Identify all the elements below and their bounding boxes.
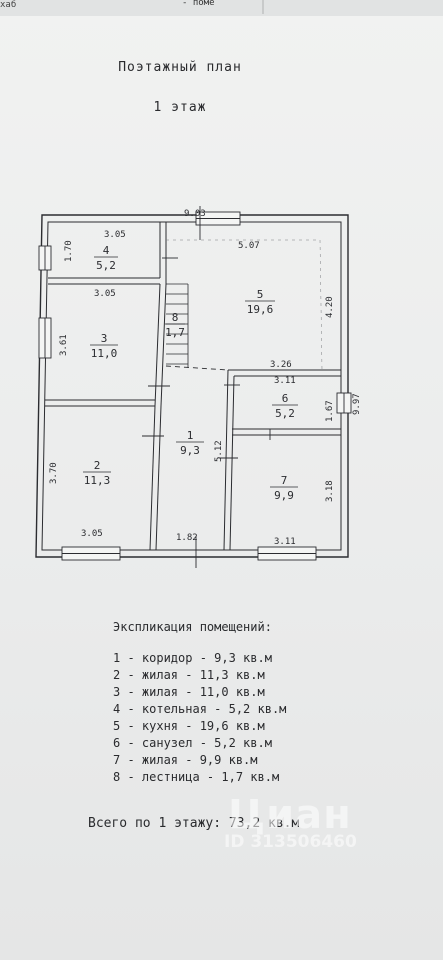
room-labels: 4 5,2 5 19,6 8 1,7 3 11,0 6 5,2 1 9,3 2 …	[83, 244, 298, 502]
dim-right-total: 9.97	[352, 393, 362, 415]
room-5-area: 19,6	[247, 303, 274, 316]
dim-r7-bottom: 3.11	[274, 537, 296, 547]
room-7-number: 7	[281, 474, 288, 487]
plan-walls	[35, 214, 349, 558]
explication-item-1: 1 - коридор - 9,3 кв.м	[113, 651, 272, 665]
room-8-number: 8	[172, 311, 179, 324]
door-markers	[142, 206, 271, 568]
dimension-labels: 9.03 3.05 5.07 1.70 3.05 3.61 4.20 3.26 …	[49, 209, 362, 547]
room-3-number: 3	[101, 332, 108, 345]
strip-divider	[262, 0, 264, 14]
floor-label: 1 этаж	[153, 100, 207, 115]
page-title: Поэтажный план	[118, 60, 242, 75]
explication-total: Всего по 1 этажу: 73,2 кв.м	[88, 816, 300, 831]
watermark-name: Циан	[228, 792, 352, 838]
explication-item-6: 6 - санузел - 5,2 кв.м	[113, 736, 272, 750]
explication-title: Экспликация помещений:	[113, 620, 272, 634]
watermark-id: ID 313506460	[224, 832, 357, 852]
dim-r6-inner: 3.11	[274, 376, 296, 386]
dim-r3-top: 3.05	[94, 289, 116, 299]
explication-item-2: 2 - жилая - 11,3 кв.м	[113, 668, 265, 682]
windows	[38, 211, 352, 561]
room-4-number: 4	[103, 244, 110, 257]
dim-r2-left: 3.70	[49, 462, 59, 484]
room-3-area: 11,0	[91, 347, 118, 360]
room-1-area: 9,3	[180, 444, 200, 457]
dim-r5-top: 5.07	[238, 241, 260, 251]
dim-r5-right: 4.20	[325, 296, 335, 318]
dim-corridor-right: 5.12	[214, 440, 224, 462]
explication-item-8: 8 - лестница - 1,7 кв.м	[113, 770, 280, 784]
room-6-number: 6	[282, 392, 289, 405]
floor-plan: 9.03 3.05 5.07 1.70 3.05 3.61 4.20 3.26 …	[35, 206, 362, 568]
dim-r7-right: 3.18	[325, 480, 335, 502]
explication-item-4: 4 - котельная - 5,2 кв.м	[113, 702, 287, 716]
header-fragment: - поме	[182, 0, 215, 8]
room-7-area: 9,9	[274, 489, 294, 502]
dim-r3-left: 3.61	[59, 334, 69, 356]
cian-watermark: Циан ID 313506460	[224, 792, 357, 852]
stair-flight	[166, 283, 189, 368]
explication-item-7: 7 - жилая - 9,9 кв.м	[113, 753, 258, 767]
room-2-area: 11,3	[84, 474, 111, 487]
room-5-number: 5	[257, 288, 264, 301]
room-4-area: 5,2	[96, 259, 116, 272]
dim-r4-top: 3.05	[104, 230, 126, 240]
top-strip: хаб - поме	[0, 0, 443, 16]
dim-r6-right: 1.67	[325, 400, 335, 422]
explication-item-3: 3 - жилая - 11,0 кв.м	[113, 685, 265, 699]
dim-top-total: 9.03	[184, 209, 206, 219]
dim-r4-left: 1.70	[64, 240, 74, 262]
dim-r6-top: 3.26	[270, 360, 292, 370]
room-8-area: 1,7	[165, 326, 185, 339]
dim-r2-bottom: 3.05	[81, 529, 103, 539]
header-cut-text: хаб	[0, 0, 17, 10]
explication-item-5: 5 - кухня - 19,6 кв.м	[113, 719, 265, 733]
room-1-number: 1	[187, 429, 194, 442]
room-2-number: 2	[94, 459, 101, 472]
room-6-area: 5,2	[275, 407, 295, 420]
dim-corridor-bottom: 1.82	[176, 533, 198, 543]
